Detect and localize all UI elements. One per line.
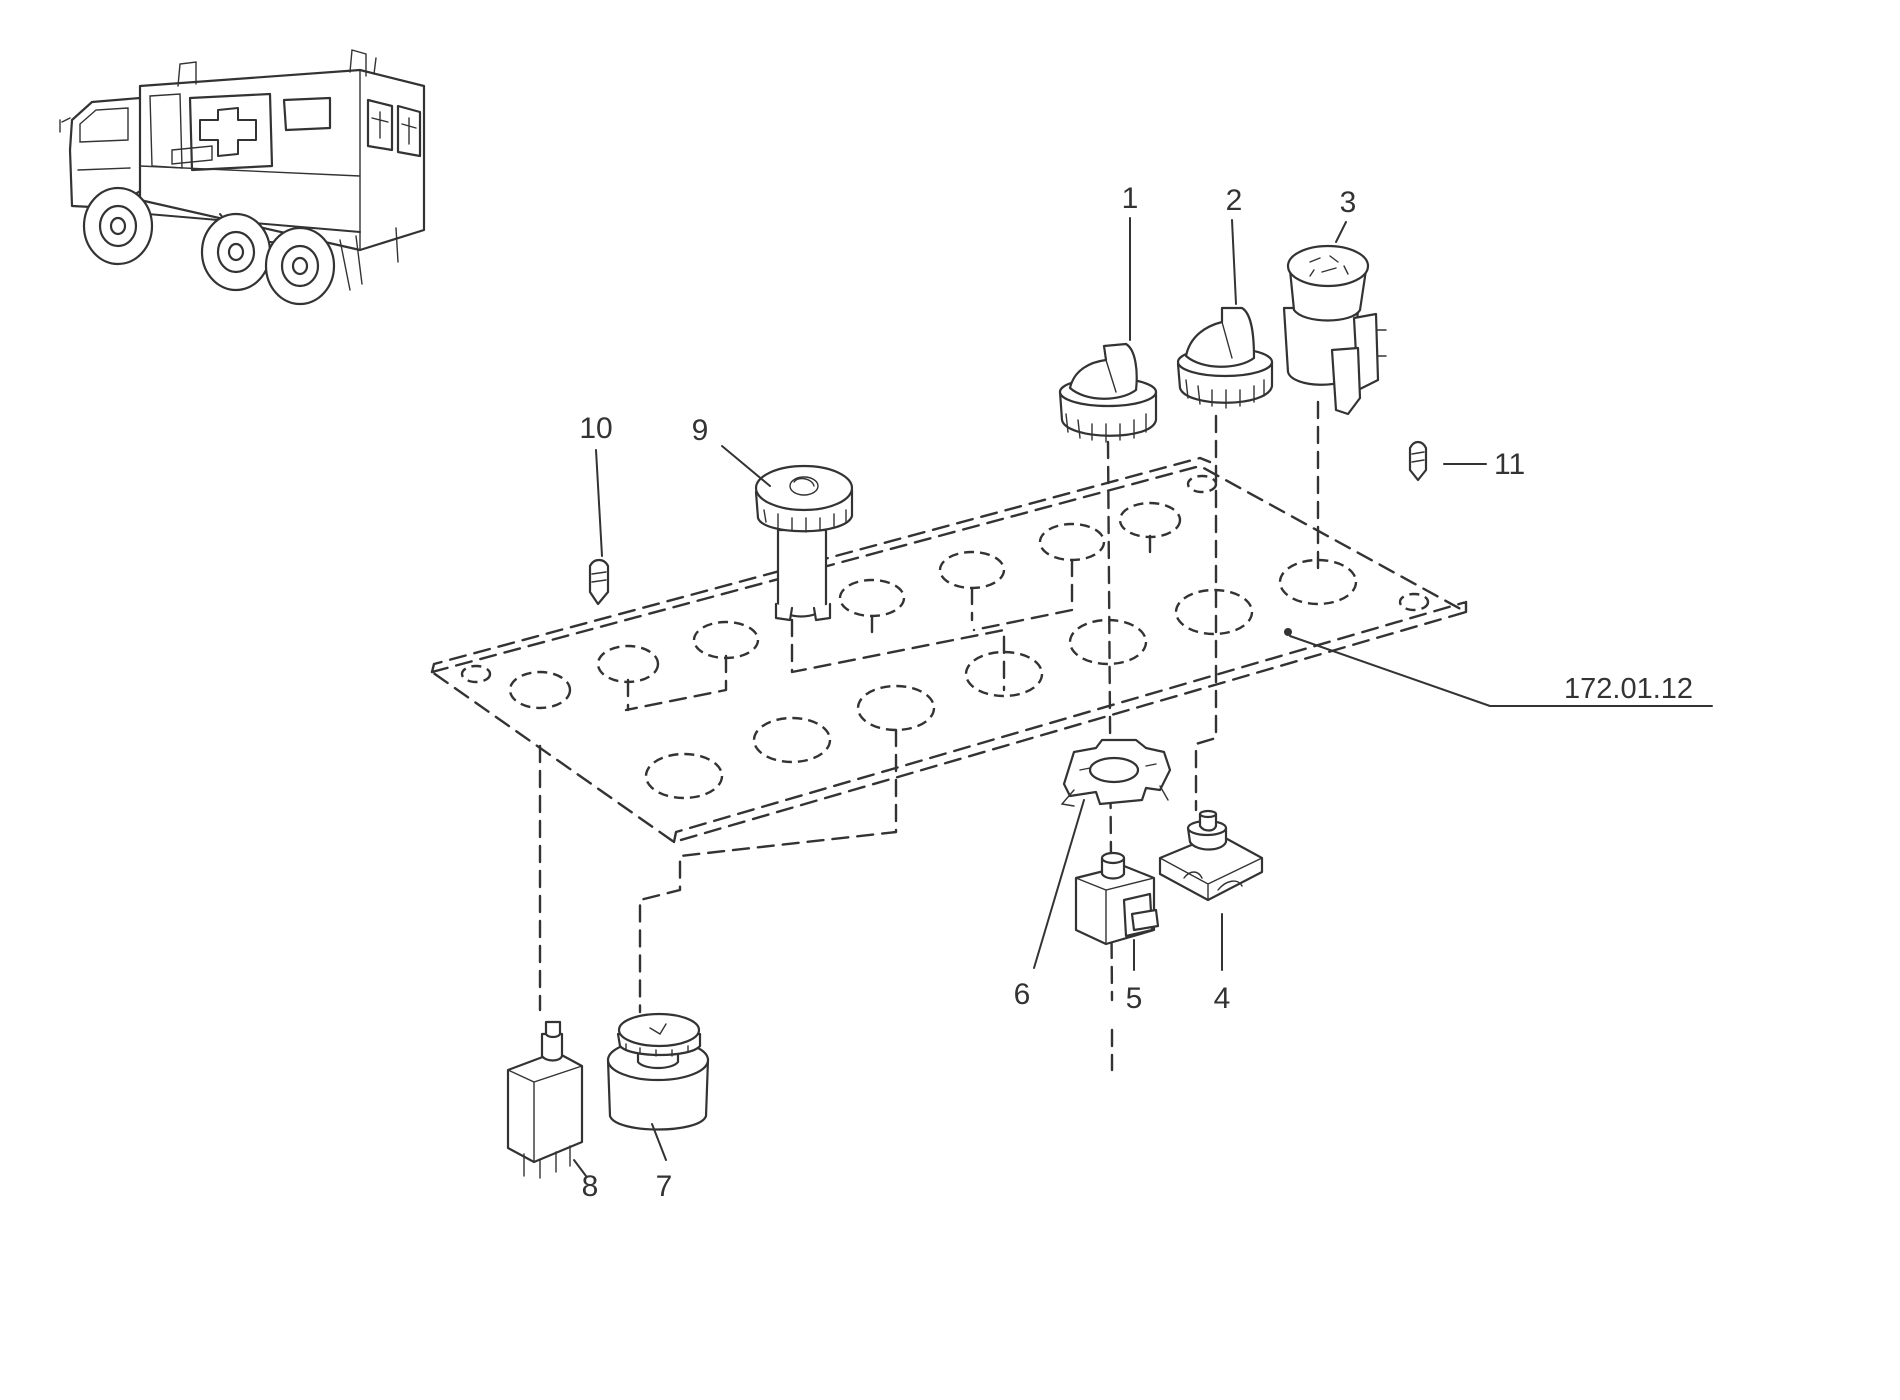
part-2-rotary-knob	[1176, 306, 1274, 409]
part-1-rotary-knob	[1058, 342, 1158, 443]
callout-2: 2	[1226, 184, 1243, 217]
panel-holes	[460, 474, 1430, 800]
ambulance-truck-icon	[59, 49, 426, 306]
part-7-push-button	[606, 1012, 710, 1131]
callout-10: 10	[579, 412, 612, 445]
part-5-switch-body	[1074, 851, 1160, 946]
part-3-warning-lamp	[1282, 244, 1387, 416]
callout-5: 5	[1126, 982, 1143, 1015]
wheel-rear	[264, 226, 336, 306]
callout-8: 8	[582, 1170, 599, 1203]
callout-labels: 1 2 3 4 5 6 7 8 9 10 11 172.01.12	[579, 182, 1693, 1203]
leader-lines	[573, 217, 1713, 1177]
switch-panel-plate	[430, 456, 1468, 844]
callout-6: 6	[1014, 978, 1031, 1011]
wheel-front	[82, 186, 154, 266]
callout-4: 4	[1214, 982, 1231, 1015]
wheel-middle	[200, 212, 272, 292]
part-11-bulb	[1408, 440, 1428, 482]
callout-11: 11	[1494, 448, 1525, 481]
reference-number: 172.01.12	[1564, 673, 1693, 705]
callout-3: 3	[1340, 186, 1357, 219]
part-10-bulb	[588, 558, 610, 606]
part-6-clip-bracket	[1060, 738, 1172, 807]
part-4-switch-base	[1158, 809, 1264, 902]
part-8-rocker-switch	[506, 1020, 584, 1179]
callout-1: 1	[1122, 182, 1139, 215]
part-9-lighter-knob	[754, 464, 854, 622]
assembly-guide-lines	[538, 400, 1320, 1072]
callout-9: 9	[692, 414, 709, 447]
callout-7: 7	[656, 1170, 673, 1203]
